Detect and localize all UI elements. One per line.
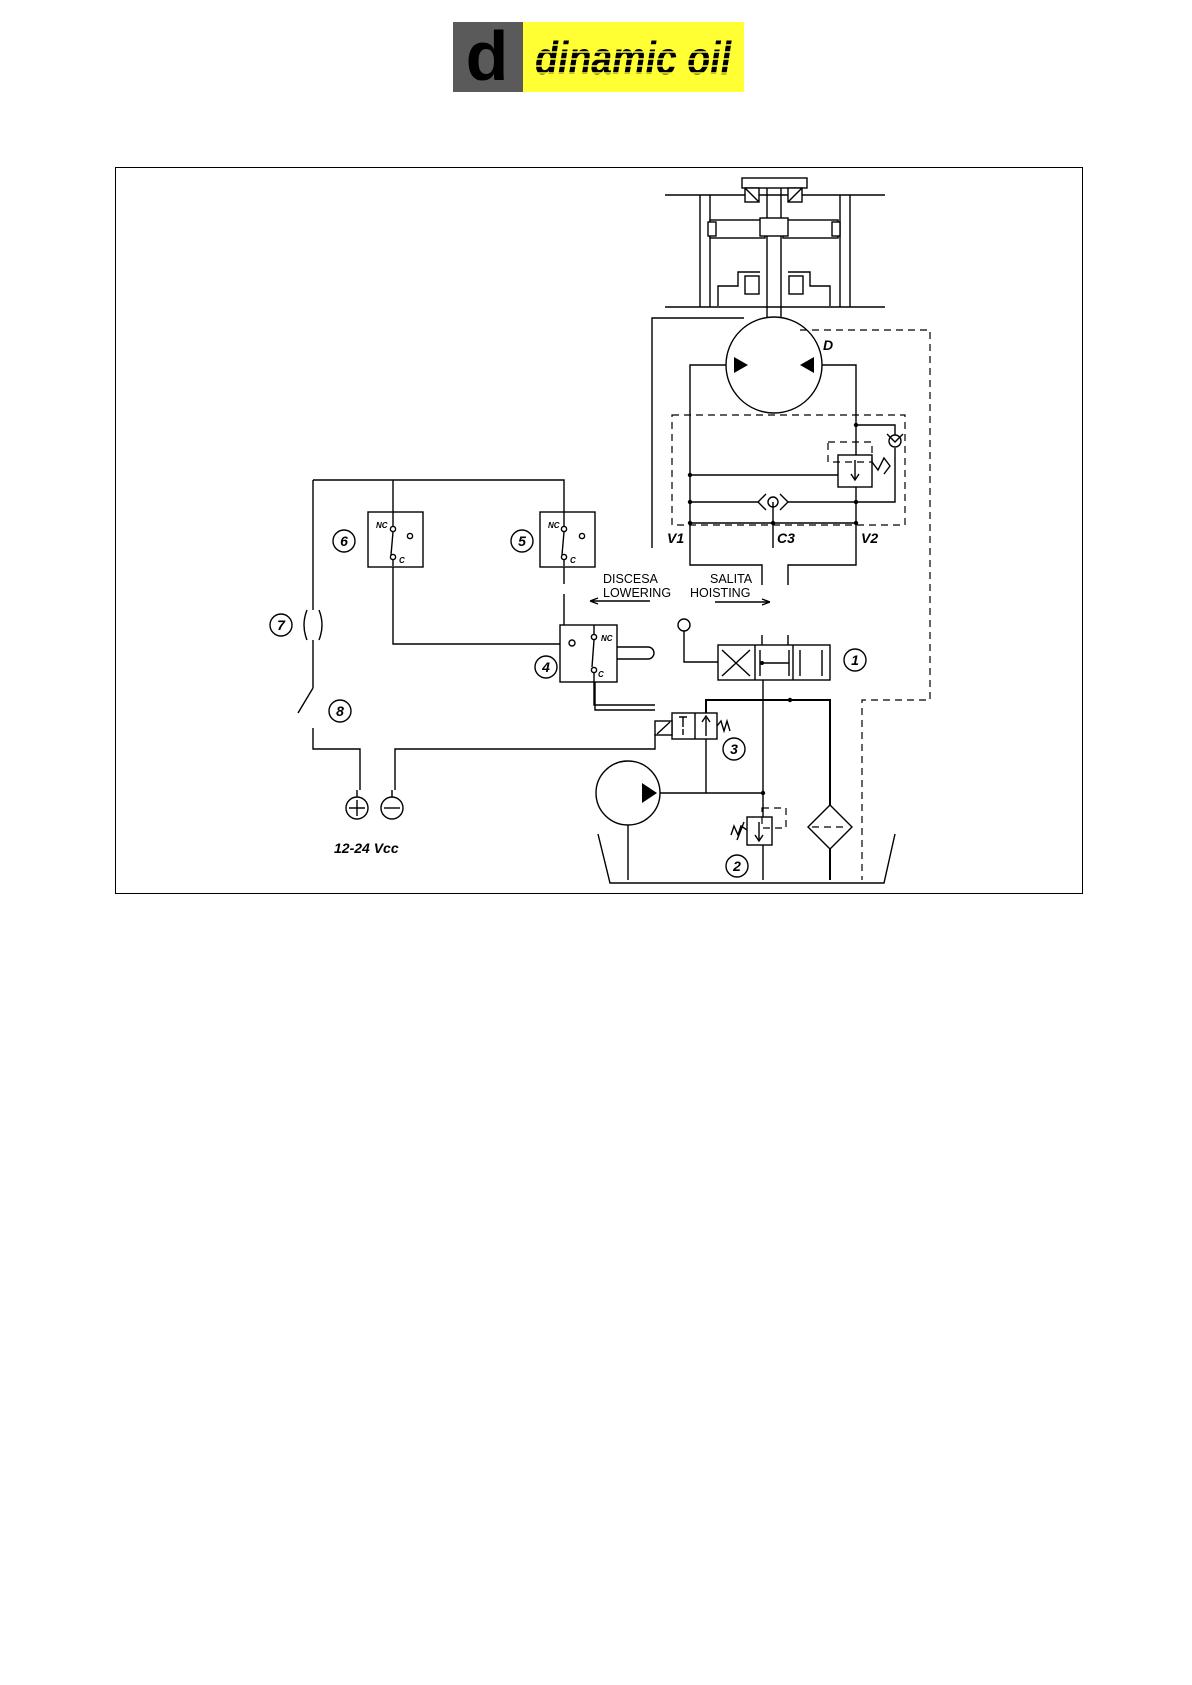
marker-1-text: 1: [851, 652, 859, 668]
direction-labels: DISCESA LOWERING SALITA HOISTING: [590, 572, 770, 605]
hydraulic-lines: [652, 680, 830, 880]
label-lowering: LOWERING: [603, 586, 671, 600]
limit-switch-6: NC C: [368, 496, 423, 567]
marker-5: 5: [511, 530, 533, 552]
marker-1: 1: [844, 649, 866, 671]
switch-6-c: C: [399, 556, 405, 565]
solenoid-valve-3: [655, 713, 730, 739]
label-discesa: DISCESA: [603, 572, 659, 586]
marker-3-text: 3: [730, 741, 738, 757]
marker-8: 8: [329, 700, 351, 722]
port-v2-label: V2: [861, 530, 878, 546]
switch-4-nc: NC: [601, 634, 613, 643]
switch-6-nc: NC: [376, 521, 388, 530]
component-markers: 1 2 3 4 5 6 7 8: [270, 530, 866, 877]
label-hoisting: HOISTING: [690, 586, 750, 600]
switch-8: [298, 688, 313, 713]
marker-6-text: 6: [340, 533, 348, 549]
power-supply: 12-24 Vcc: [334, 790, 403, 856]
hydraulic-motor-d: D: [726, 317, 833, 413]
label-salita: SALITA: [710, 572, 753, 586]
marker-2: 2: [726, 855, 748, 877]
marker-7-text: 7: [277, 617, 286, 633]
directional-valve-1: [678, 619, 830, 680]
switch-7: [304, 610, 322, 640]
marker-7: 7: [270, 614, 292, 636]
motor-label: D: [823, 337, 833, 353]
switch-4-c: C: [598, 670, 604, 679]
switch-5-c: C: [570, 556, 576, 565]
mechanical-assembly: [665, 178, 885, 318]
marker-4-text: 4: [541, 659, 550, 675]
marker-2-text: 2: [732, 858, 741, 874]
port-c3-label: C3: [777, 530, 795, 546]
lever-switch-4: NC C: [560, 625, 655, 705]
marker-6: 6: [333, 530, 355, 552]
marker-8-text: 8: [336, 703, 344, 719]
marker-5-text: 5: [518, 533, 526, 549]
supply-voltage-label: 12-24 Vcc: [334, 840, 399, 856]
relief-valve-2: [731, 808, 786, 845]
marker-3: 3: [723, 738, 745, 760]
pilot-drain-dashed: [800, 330, 930, 880]
limit-switch-5: NC C: [540, 496, 595, 567]
port-v1-label: V1: [667, 530, 684, 546]
marker-4: 4: [535, 656, 557, 678]
filter: [808, 805, 852, 849]
switch-5-nc: NC: [548, 521, 560, 530]
line-v2: [788, 548, 856, 585]
